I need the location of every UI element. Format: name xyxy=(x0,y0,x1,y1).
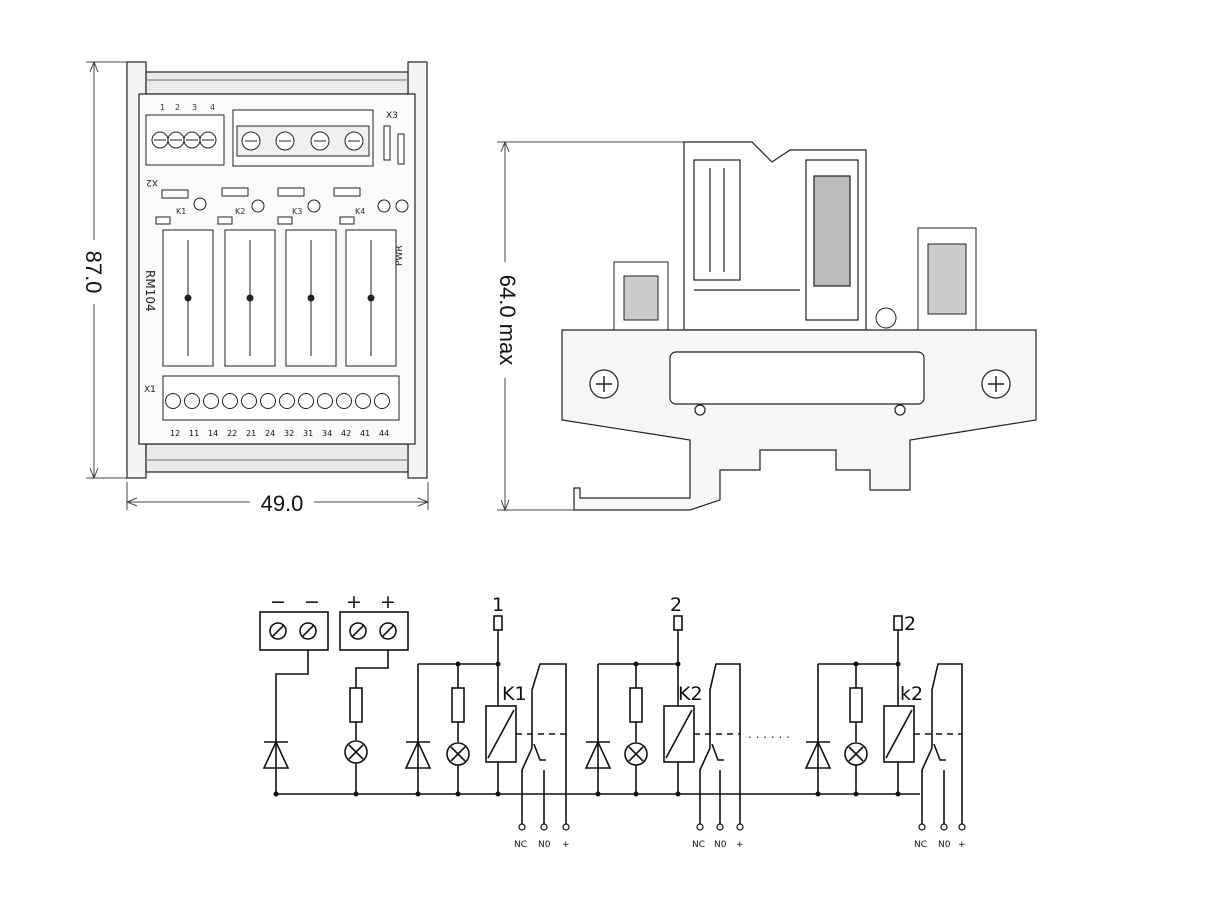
supply-minus-2: − xyxy=(304,591,320,613)
svg-text:24: 24 xyxy=(265,429,275,438)
svg-text:12: 12 xyxy=(170,429,180,438)
supply-minus-1: − xyxy=(270,591,286,613)
side-view: 64.0 max xyxy=(493,140,1037,512)
svg-text:42: 42 xyxy=(341,429,351,438)
svg-text:41: 41 xyxy=(360,429,370,438)
svg-text:2: 2 xyxy=(175,103,180,112)
side-height-label: 64.0 max xyxy=(495,275,520,366)
wiring-schematic: − − + + xyxy=(259,591,966,850)
channel-n-relay: k2 xyxy=(900,683,923,705)
channel-1-input: 1 xyxy=(492,594,504,616)
terminal-block-x3: X3 xyxy=(232,109,405,167)
svg-text:14: 14 xyxy=(208,429,218,438)
svg-text:NC: NC xyxy=(692,840,705,850)
svg-text:31: 31 xyxy=(303,429,313,438)
terminal-block-x1: X1 12 11 14 22 21 24 32 31 34 42 xyxy=(144,375,400,438)
svg-text:4: 4 xyxy=(210,103,215,112)
svg-text:1: 1 xyxy=(160,103,165,112)
svg-text:22: 22 xyxy=(227,429,237,438)
relay-label-k4: K4 xyxy=(355,207,365,216)
svg-text:+: + xyxy=(958,840,966,850)
channel-2-input: 2 xyxy=(670,594,682,616)
svg-text:X1: X1 xyxy=(144,385,156,395)
svg-text:32: 32 xyxy=(284,429,294,438)
supply-plus-1: + xyxy=(346,591,362,613)
relay-label-k1: K1 xyxy=(176,207,186,216)
relay-label-k3: K3 xyxy=(292,207,302,216)
svg-text:+: + xyxy=(562,840,570,850)
svg-text:3: 3 xyxy=(192,103,197,112)
svg-text:34: 34 xyxy=(322,429,332,438)
channel-1-relay: K1 xyxy=(502,683,527,705)
svg-text:N0: N0 xyxy=(938,840,951,850)
channel-2-relay: K2 xyxy=(678,683,703,705)
model-label: RM104 xyxy=(143,270,157,312)
svg-text:21: 21 xyxy=(246,429,256,438)
svg-text:NC: NC xyxy=(914,840,927,850)
terminal-block-x2: 1 2 3 4 X2 xyxy=(145,103,225,187)
svg-text:11: 11 xyxy=(189,429,199,438)
svg-text:N0: N0 xyxy=(714,840,727,850)
svg-text:+: + xyxy=(736,840,744,850)
front-view: 87.0 49.0 1 2 3 4 xyxy=(81,60,430,516)
height-dimension-label: 87.0 xyxy=(81,251,106,294)
relays xyxy=(162,229,397,367)
svg-text:X3: X3 xyxy=(386,111,398,121)
svg-text:NC: NC xyxy=(514,840,527,850)
svg-text:44: 44 xyxy=(379,429,389,438)
svg-text:X2: X2 xyxy=(146,177,158,187)
channel-ellipsis: . . . . . . xyxy=(748,727,790,741)
svg-text:N0: N0 xyxy=(538,840,551,850)
width-dimension-label: 49.0 xyxy=(261,491,304,516)
channel-n-input: 2 xyxy=(904,613,916,635)
relay-label-k2: K2 xyxy=(235,207,245,216)
component-row xyxy=(155,187,409,225)
pwr-label: PWR xyxy=(395,245,405,266)
supply-plus-2: + xyxy=(380,591,396,613)
